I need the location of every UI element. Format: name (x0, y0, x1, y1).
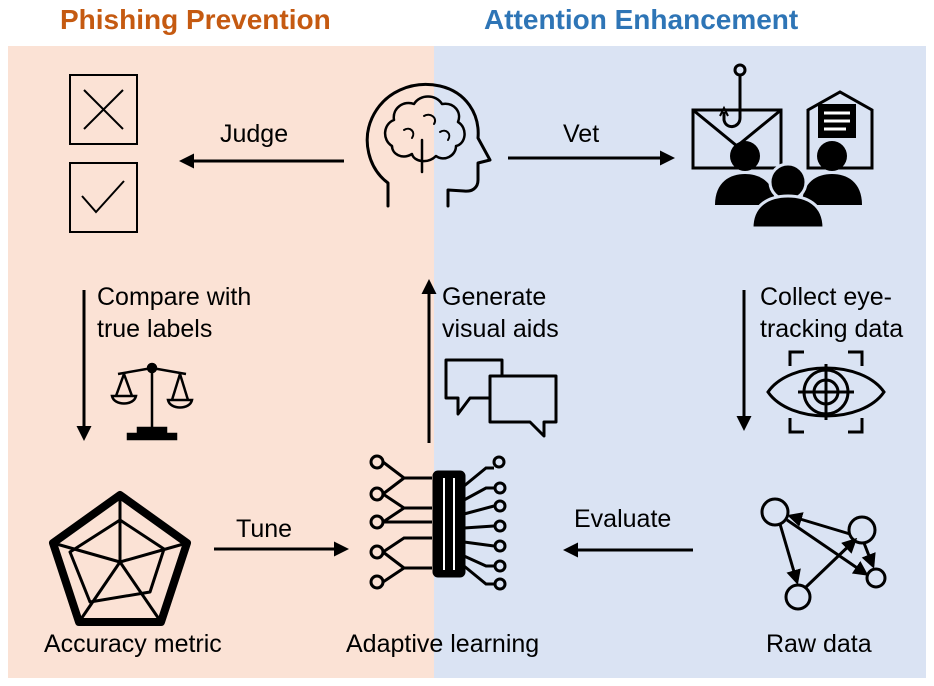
judge-label: Judge (220, 120, 289, 148)
generate-label-line2: visual aids (442, 315, 559, 343)
generate-label-line1: Generate (442, 283, 547, 311)
scales-icon (110, 362, 194, 441)
check-box-icon (69, 162, 138, 233)
vet-label: Vet (563, 120, 600, 148)
compare-label-line2: true labels (97, 315, 213, 343)
cross-box-icon (69, 74, 138, 145)
brain-head-icon (365, 83, 492, 208)
collect-label-line2: tracking data (760, 315, 904, 343)
adaptive-learning-label: Adaptive learning (346, 630, 540, 658)
eye-tracking-icon (766, 350, 886, 434)
collect-label-line1: Collect eye- (760, 283, 892, 311)
neural-chip-icon (369, 454, 507, 591)
radar-chart-icon (49, 491, 191, 626)
accuracy-metric-label: Accuracy metric (44, 630, 222, 658)
attention-enhancement-title: Attention Enhancement (484, 4, 799, 35)
evaluate-label: Evaluate (574, 505, 672, 533)
compare-label-line1: Compare with (97, 283, 252, 311)
raw-data-label: Raw data (766, 630, 872, 658)
chat-bubbles-icon (444, 358, 558, 438)
phishing-prevention-title: Phishing Prevention (60, 4, 331, 35)
graph-nodes-icon (760, 497, 887, 611)
phishing-email-users-icon (691, 63, 874, 230)
tune-label: Tune (236, 515, 293, 543)
